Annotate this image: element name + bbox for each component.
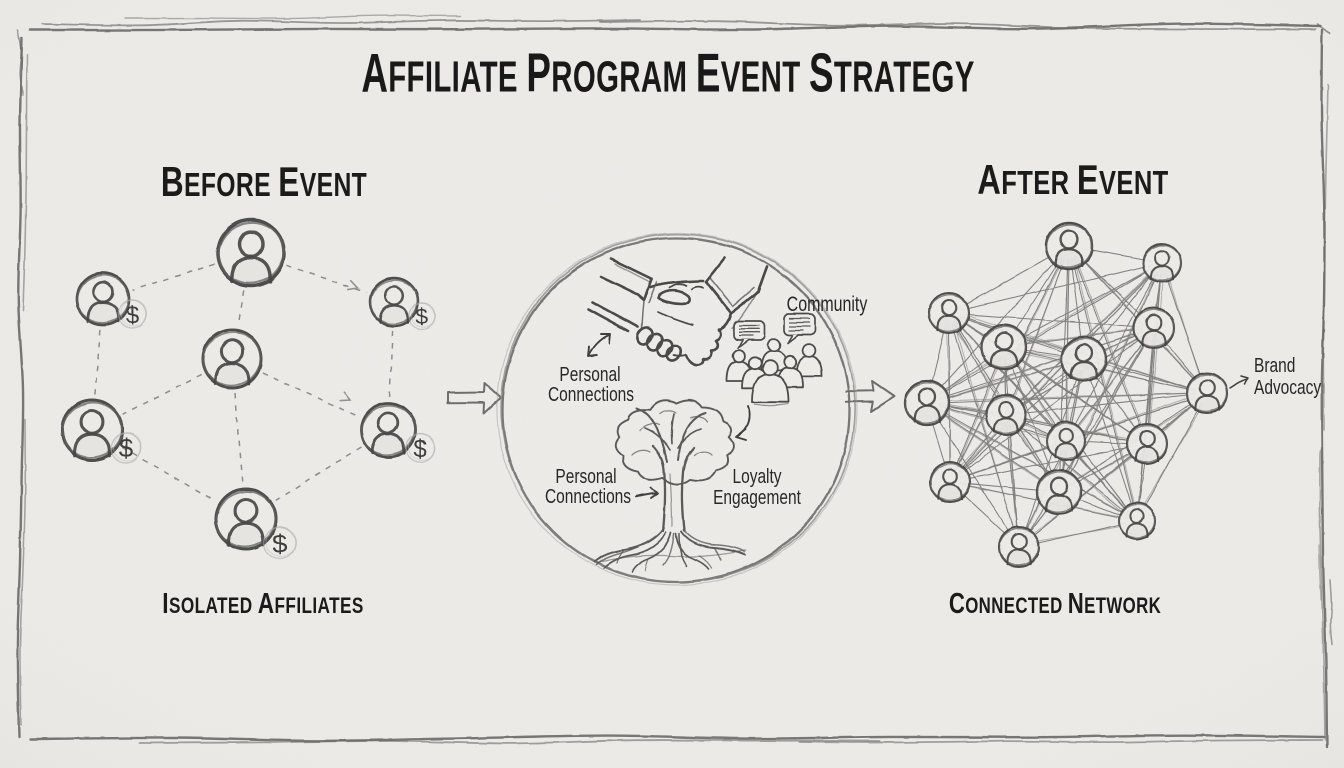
svg-text:Engagement: Engagement xyxy=(713,486,801,508)
svg-text:AFFILIATE PROGRAM EVENT STRATE: AFFILIATE PROGRAM EVENT STRATEGY xyxy=(361,42,974,103)
svg-text:$: $ xyxy=(119,433,134,463)
svg-text:Community: Community xyxy=(787,292,868,316)
svg-text:Connections: Connections xyxy=(545,485,631,507)
svg-text:ISOLATED AFFILIATES: ISOLATED AFFILIATES xyxy=(162,586,363,619)
svg-text:$: $ xyxy=(272,529,287,559)
svg-text:Loyalty: Loyalty xyxy=(732,465,781,487)
svg-text:$: $ xyxy=(413,436,426,463)
svg-text:AFTER EVENT: AFTER EVENT xyxy=(977,156,1168,203)
svg-text:Personal: Personal xyxy=(555,465,616,487)
svg-text:Advocacy: Advocacy xyxy=(1254,376,1321,398)
svg-text:Brand: Brand xyxy=(1254,354,1295,376)
svg-text:Personal: Personal xyxy=(559,363,620,385)
svg-text:$: $ xyxy=(416,304,428,329)
svg-text:CONNECTED NETWORK: CONNECTED NETWORK xyxy=(949,588,1161,619)
svg-text:$: $ xyxy=(125,302,138,329)
svg-text:Connections: Connections xyxy=(548,383,634,405)
svg-text:BEFORE EVENT: BEFORE EVENT xyxy=(161,158,367,206)
